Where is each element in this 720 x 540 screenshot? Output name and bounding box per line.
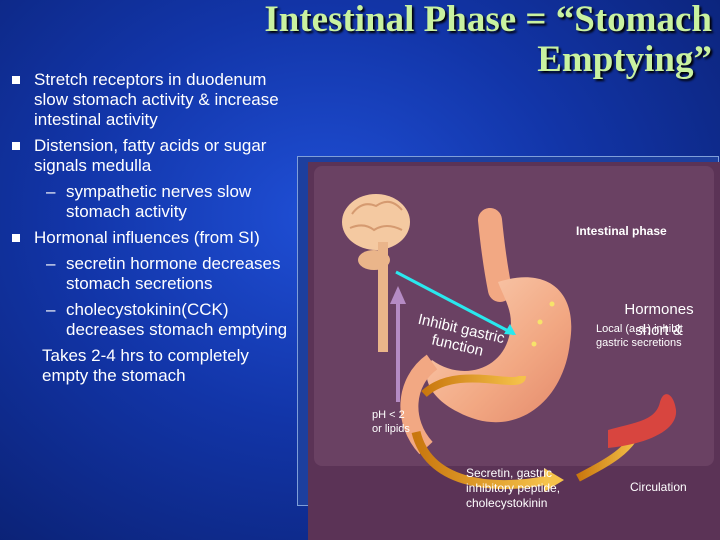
sub-bullet-item: – cholecystokinin(CCK) decreases stomach…	[8, 300, 290, 340]
sub-bullet-item: – sympathetic nerves slow stomach activi…	[8, 182, 290, 222]
bullet-item: Stretch receptors in duodenum slow stoma…	[8, 70, 290, 130]
bullet-item: Hormonal influences (from SI)	[8, 228, 290, 248]
secretion-dot	[549, 301, 555, 307]
inhibit-arrow-line	[395, 270, 515, 336]
hormones-line-1: Hormones	[624, 301, 694, 318]
bullet-list: Stretch receptors in duodenum slow stoma…	[8, 70, 290, 390]
intestinal-phase-figure: Intestinal phase Local (a.a.) inhibit ga…	[308, 162, 720, 540]
secretin-line-1: Secretin, gastric	[466, 466, 553, 480]
bullet-text: cholecystokinin(CCK) decreases stomach e…	[66, 300, 288, 339]
title-line-1: Intestinal Phase = “Stomach	[264, 0, 712, 40]
bullet-text: Distension, fatty acids or sugar signals…	[34, 136, 267, 175]
inhibit-arrow-head-icon	[504, 324, 516, 335]
plain-text-item: Takes 2-4 hrs to completely empty the st…	[8, 346, 290, 386]
ph-label-line-2: or lipids	[372, 423, 410, 435]
curved-arrow-icon	[411, 430, 549, 490]
sub-bullet-item: – secretin hormone decreases stomach sec…	[8, 254, 290, 294]
secretin-line-2: inhibitory peptide,	[466, 481, 561, 495]
bullet-text: Stretch receptors in duodenum slow stoma…	[34, 70, 279, 129]
bullet-item: Distension, fatty acids or sugar signals…	[8, 136, 290, 176]
square-bullet-icon	[12, 142, 20, 150]
secretion-dot	[537, 319, 543, 325]
ph-label: pH < 2 or lipids	[372, 408, 410, 436]
esophagus	[478, 208, 512, 302]
arrow-head-icon	[544, 468, 564, 492]
figure-heading: Intestinal phase	[576, 224, 667, 238]
square-bullet-icon	[12, 76, 20, 84]
bullet-text: Takes 2-4 hrs to completely empty the st…	[42, 346, 249, 385]
blood-vessel	[608, 394, 677, 448]
bullet-text: secretin hormone decreases stomach secre…	[66, 254, 281, 293]
anatomy-illustration	[314, 166, 714, 492]
stomach	[426, 277, 572, 423]
dash-bullet-icon: –	[46, 254, 56, 273]
curved-arrow-icon	[421, 374, 526, 398]
ph-label-line-1: pH < 2	[372, 409, 405, 421]
local-label: Local (a.a.) inhibit gastric secretions	[596, 323, 683, 349]
brain-icon	[342, 194, 410, 352]
title-line-2: Emptying”	[537, 39, 712, 80]
secretin-label: Secretin, gastric inhibitory peptide, ch…	[466, 466, 560, 511]
slide-title: Intestinal Phase = “Stomach Emptying”	[72, 0, 712, 80]
secretion-dot	[531, 341, 537, 347]
square-bullet-icon	[12, 234, 20, 242]
bullet-text: sympathetic nerves slow stomach activity	[66, 182, 252, 221]
hormones-line-2: short &	[635, 322, 683, 339]
dash-bullet-icon: –	[46, 300, 56, 319]
secretin-line-3: cholecystokinin	[466, 496, 548, 510]
bullet-text: Hormonal influences (from SI)	[34, 228, 260, 247]
dash-bullet-icon: –	[46, 182, 56, 201]
hormones-annotation: Hormones short &	[607, 299, 711, 341]
circulation-label: Circulation	[630, 480, 687, 494]
signal-arrow-icon	[390, 286, 406, 402]
